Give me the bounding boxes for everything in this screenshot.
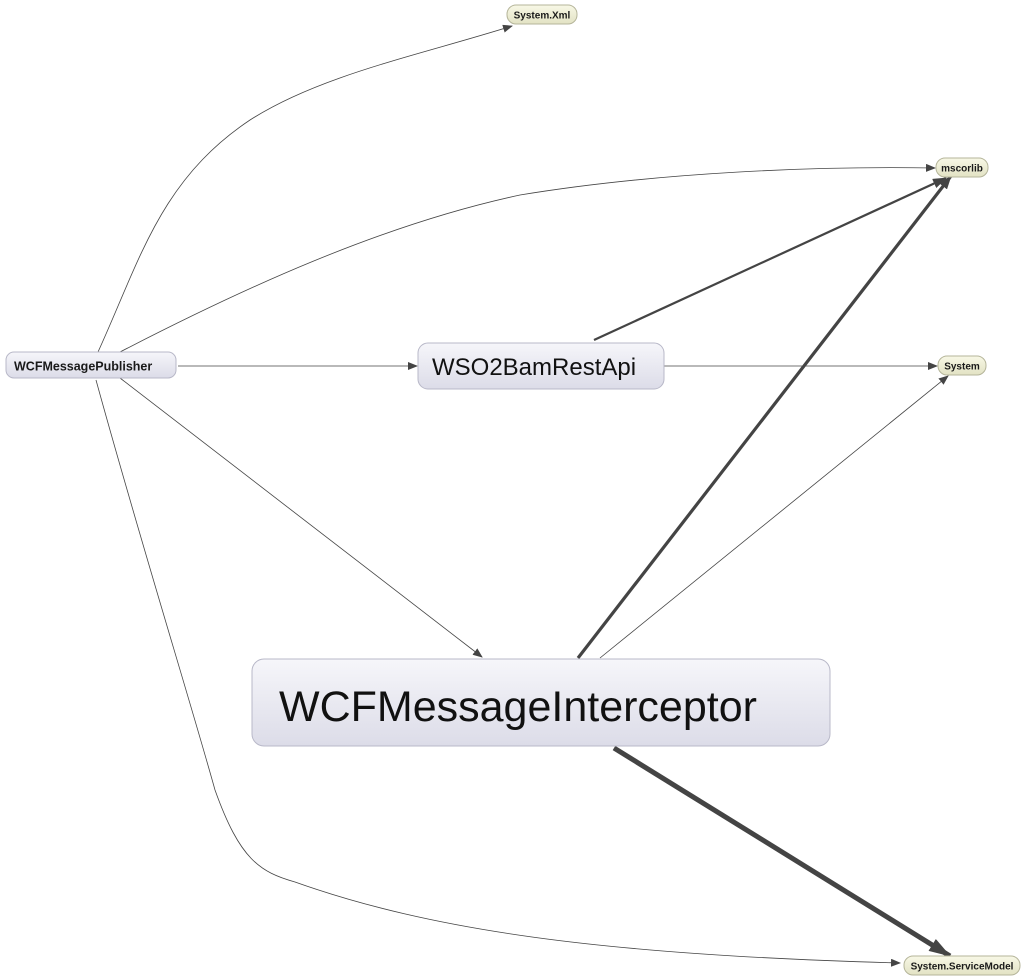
- node-system-xml[interactable]: System.Xml: [506, 4, 578, 25]
- edge-publisher-to-mscorlib: [119, 163, 936, 353]
- node-label: WCFMessagePublisher: [14, 360, 152, 374]
- edge-publisher-to-service-model: [95, 379, 901, 967]
- edge-publisher-to-system-xml: [97, 24, 513, 353]
- edge-interceptor-to-mscorlib: [576, 175, 953, 659]
- node-label: System: [944, 362, 980, 373]
- node-wcf-message-interceptor[interactable]: WCFMessageInterceptor: [251, 658, 831, 747]
- node-system[interactable]: System: [937, 355, 987, 376]
- node-label: System.Xml: [514, 11, 571, 22]
- node-label: mscorlib: [941, 164, 983, 175]
- edges: [95, 24, 953, 967]
- node-label: WSO2BamRestApi: [432, 354, 636, 381]
- node-label: WCFMessageInterceptor: [279, 683, 757, 731]
- edge-wso2bam-to-mscorlib: [593, 177, 947, 341]
- node-wcf-message-publisher[interactable]: WCFMessagePublisher: [5, 351, 177, 379]
- node-wso2bam-rest-api[interactable]: WSO2BamRestApi: [417, 342, 665, 390]
- node-system-service-model[interactable]: System.ServiceModel: [903, 955, 1021, 976]
- edge-publisher-to-interceptor: [119, 377, 483, 658]
- edge-interceptor-to-system: [599, 375, 949, 659]
- node-mscorlib[interactable]: mscorlib: [935, 157, 989, 178]
- edge-interceptor-to-service-model: [612, 745, 952, 959]
- node-label: System.ServiceModel: [911, 962, 1014, 973]
